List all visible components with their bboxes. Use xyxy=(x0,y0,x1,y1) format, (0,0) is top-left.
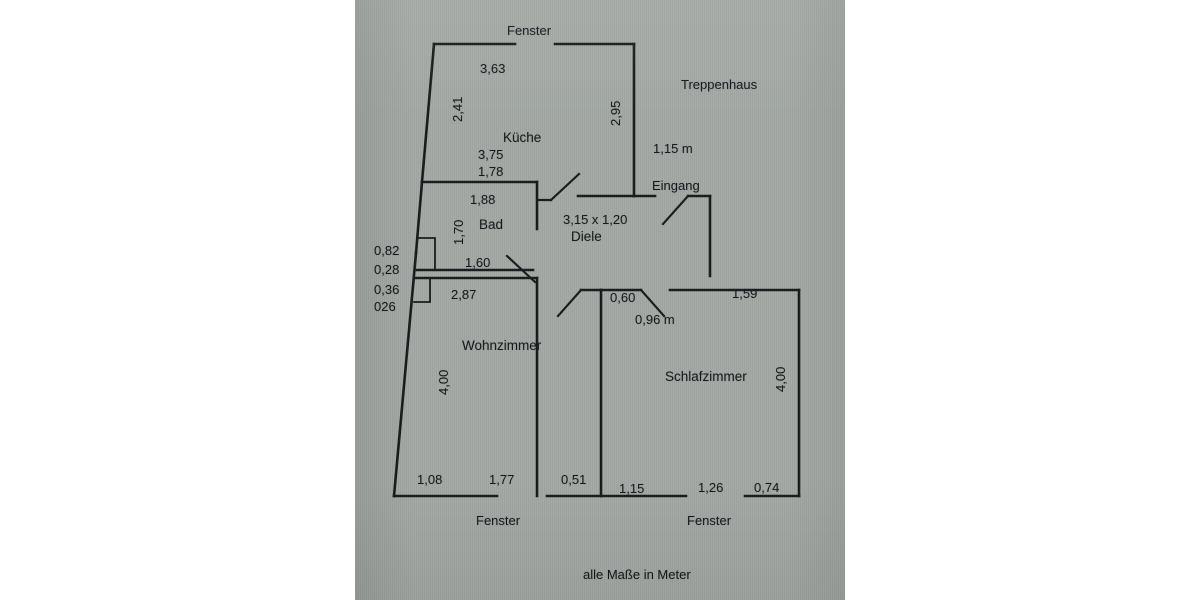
dim-top-kitchen-width: 3,63 xyxy=(480,61,506,76)
dim-bad-left: 1,70 xyxy=(451,219,466,245)
dim-left-edge-3: 0,36 xyxy=(374,282,400,297)
dim-kitchen-bottom-a: 3,75 xyxy=(478,147,504,162)
dim-kitchen-left-height: 2,41 xyxy=(450,96,465,122)
door-leaf-bad xyxy=(549,172,581,202)
floorplan-drawing xyxy=(392,42,801,498)
dim-wohnzimmer-top: 2,87 xyxy=(451,287,477,302)
door-leaf-schlafzimmer xyxy=(639,288,666,318)
room-label-schlafzimmer: Schlafzimmer xyxy=(665,369,747,384)
niche-upper xyxy=(416,237,436,271)
label-treppenhaus: Treppenhaus xyxy=(681,77,758,92)
dim-bottom-3: 0,51 xyxy=(561,472,587,487)
label-fenster-bottom-left: Fenster xyxy=(476,513,521,528)
wall-exterior-left-upper xyxy=(420,42,436,184)
dim-bottom-1: 1,08 xyxy=(417,472,443,487)
room-label-kueche: Küche xyxy=(503,130,542,145)
door-leaf-entrance xyxy=(661,194,690,226)
label-eingang: Eingang xyxy=(652,178,700,193)
door-leaf-wohnzimmer xyxy=(556,288,583,318)
room-label-diele: Diele xyxy=(571,229,602,244)
dim-left-edge-2: 0,28 xyxy=(374,262,400,277)
dim-left-edge-1: 0,82 xyxy=(374,243,400,258)
dim-kitchen-right-height: 2,95 xyxy=(608,100,623,126)
dim-bottom-4: 1,15 xyxy=(619,481,645,496)
floorplan-photo: Fenster 3,63 2,41 2,95 Küche Treppenhaus… xyxy=(355,0,845,600)
label-fenster-bottom-right: Fenster xyxy=(687,513,732,528)
dim-kitchen-bottom-b: 1,78 xyxy=(478,164,504,179)
dim-bad-top: 1,88 xyxy=(470,192,496,207)
dim-bottom-5: 1,26 xyxy=(698,480,724,495)
dim-stair-width: 1,15 m xyxy=(653,141,693,156)
footer-note: alle Maße in Meter xyxy=(583,567,691,582)
wall-exterior-left-mid xyxy=(414,180,424,255)
dim-schlafzimmer-top: 1,59 xyxy=(732,286,758,301)
label-fenster-top: Fenster xyxy=(507,23,552,38)
dim-bad-bottom: 1,60 xyxy=(465,255,491,270)
dim-door-note: 0,96 m xyxy=(635,312,675,327)
dim-diele-size: 3,15 x 1,20 xyxy=(563,212,628,227)
dim-bottom-2: 1,77 xyxy=(489,472,515,487)
dim-schlafzimmer-right: 4,00 xyxy=(773,366,788,392)
dim-wohnzimmer-left: 4,00 xyxy=(436,369,451,395)
room-label-wohnzimmer: Wohnzimmer xyxy=(462,338,542,353)
dim-bottom-6: 0,74 xyxy=(754,480,780,495)
room-label-bad: Bad xyxy=(479,217,504,232)
dim-door-width: 0,60 xyxy=(610,290,636,305)
wall-exterior-left-lower xyxy=(392,251,418,498)
niche-lower xyxy=(413,277,431,303)
dim-left-edge-4: 026 xyxy=(374,299,396,314)
